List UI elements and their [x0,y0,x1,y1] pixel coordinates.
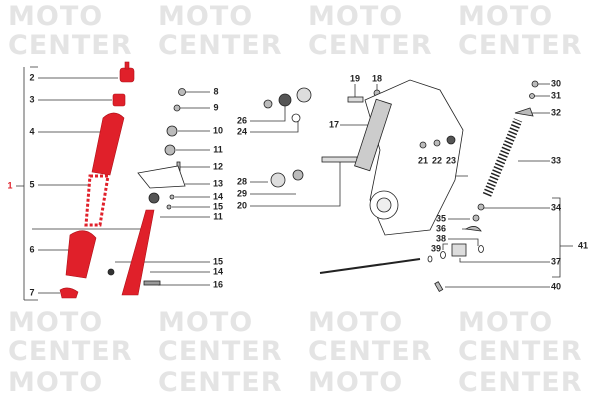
callout-label: 35 [435,213,447,224]
callout-label: 15 [212,256,224,267]
callout-label: 36 [435,223,447,234]
callout-label: 33 [550,155,562,166]
hardware-parts [107,79,539,293]
callout-label: 31 [550,90,562,101]
callout-label: 26 [236,115,248,126]
callout-label: 24 [236,126,248,137]
callout-label: 39 [430,243,442,254]
callout-label: 32 [550,107,562,118]
leader-lines [16,66,573,301]
callout-label: 14 [212,191,224,202]
callout-label: 10 [212,125,224,136]
callout-label: 8 [213,86,219,97]
watermark: CENTER [158,367,283,398]
watermark: MOTO [8,367,104,398]
callout-label: 34 [550,202,562,213]
callout-label: 37 [550,256,562,267]
callout-label: 2 [29,72,35,83]
shock-absorber-parts [59,61,155,299]
callout-label: 28 [236,176,248,187]
callout-label: 4 [29,126,35,137]
watermark: MOTO [308,367,404,398]
callout-label: 29 [236,188,248,199]
callout-label: 41 [577,240,589,251]
callout-label: 5 [29,179,35,190]
callout-label: 14 [212,266,224,277]
callout-label: 19 [349,73,361,84]
callout-label: 18 [371,73,383,84]
callout-label: 38 [435,233,447,244]
callout-label: 3 [29,94,35,105]
callout-label: 23 [445,155,457,166]
callout-label: 6 [29,244,35,255]
callout-label: 13 [212,178,224,189]
callout-label: 20 [236,200,248,211]
callout-label: 17 [328,119,340,130]
callout-label: 15 [212,201,224,212]
callout-label: 30 [550,78,562,89]
callout-label: 1 [7,180,13,191]
callout-label: 16 [212,279,224,290]
watermark: CENTER [458,367,583,398]
callout-label: 40 [550,281,562,292]
callout-label: 11 [213,144,223,155]
callout-label: 22 [431,155,443,166]
callout-label: 11 [213,211,223,222]
callout-label: 7 [29,287,35,298]
callout-label: 21 [417,155,429,166]
callout-label: 12 [212,161,224,172]
callout-label: 9 [213,102,219,113]
